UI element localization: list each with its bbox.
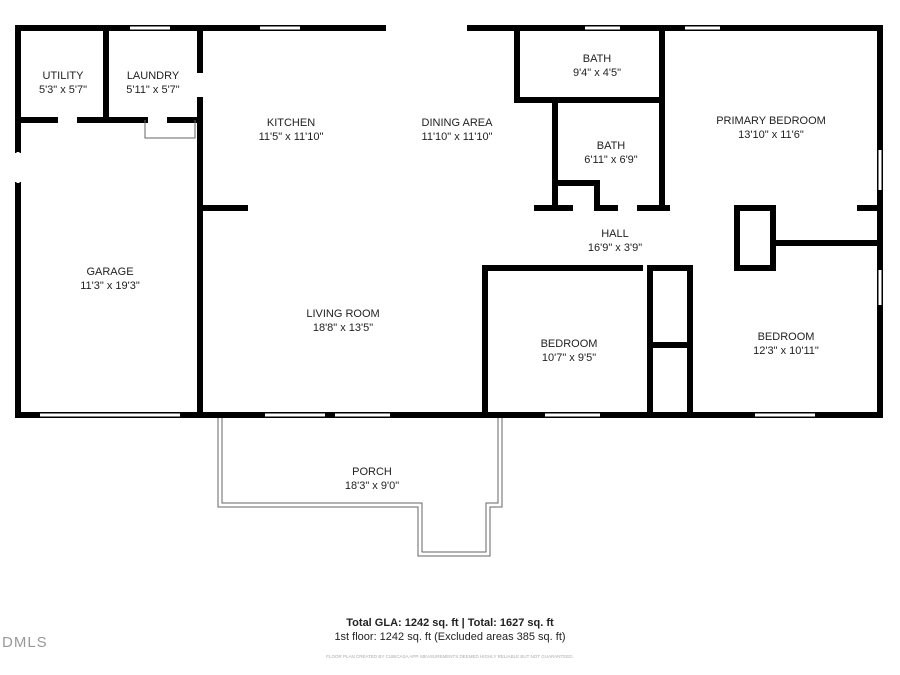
floor-area: 1st floor: 1242 sq. ft (Excluded areas 3… [334, 631, 566, 643]
watermark-logo: DMLS [2, 634, 48, 651]
bedroom-walls [482, 265, 693, 418]
hall-closets [734, 205, 883, 271]
laundry-step [144, 120, 196, 139]
windows [16, 26, 882, 417]
total-area: Total GLA: 1242 sq. ft | Total: 1627 sq.… [346, 617, 554, 629]
disclaimer: FLOOR PLAN CREATED BY CUBICASA APP. MEAS… [326, 654, 574, 659]
porch-outline [217, 418, 503, 557]
utility-walls [15, 25, 203, 123]
bath-walls [514, 25, 665, 211]
